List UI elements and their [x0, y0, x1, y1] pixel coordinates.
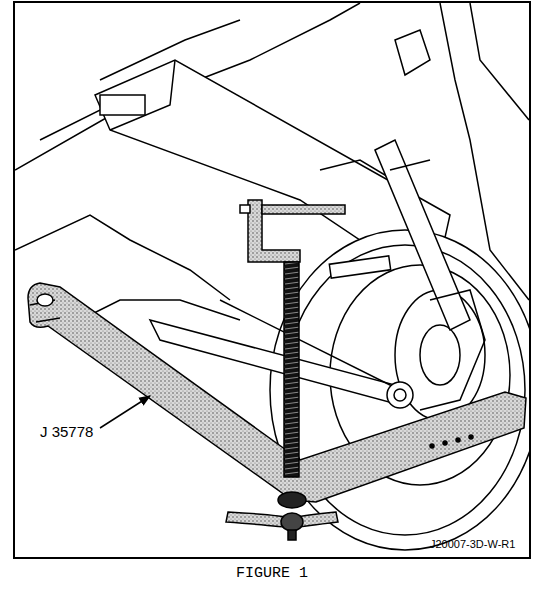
figure-code: J20007-3D-W-R1	[430, 538, 515, 550]
spring-compressor-tool	[28, 200, 526, 540]
figure-caption: FIGURE 1	[236, 566, 308, 583]
figure-frame	[14, 2, 530, 558]
leader-line	[100, 396, 150, 428]
vehicle-underbody	[15, 3, 529, 550]
tool-number: J 35778	[40, 424, 93, 441]
